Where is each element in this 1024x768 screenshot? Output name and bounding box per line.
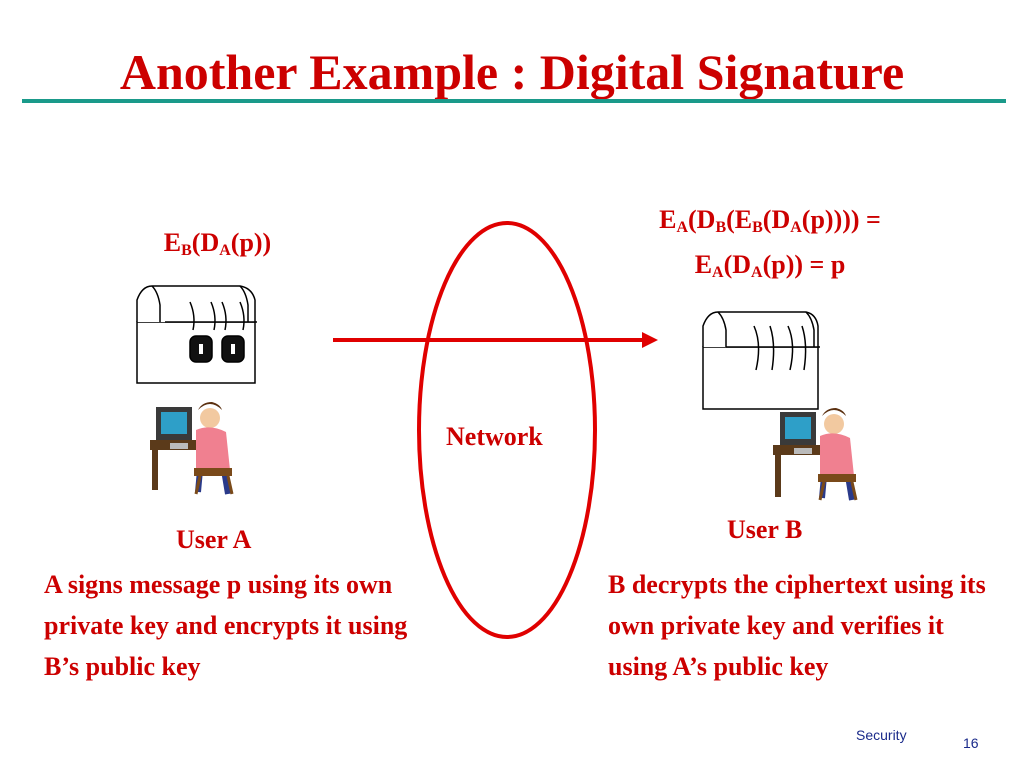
slide-title: Another Example : Digital Signature — [119, 44, 905, 100]
user-b-computer-icon — [773, 408, 858, 501]
user-a-label: User A — [176, 525, 252, 554]
formula-user-a: EB(DA(p)) — [163, 228, 272, 259]
locked-chest-icon — [136, 285, 257, 384]
user-b-description: B decrypts the ciphertext using its own … — [608, 570, 986, 681]
formula-user-b-line2: EA(DA(p)) = p — [694, 250, 846, 281]
footer-section-label: Security — [856, 727, 907, 743]
formula-user-b-line1: EA(DB(EB(DA(p)))) = — [659, 205, 881, 236]
transmission-arrow — [333, 332, 658, 348]
title-underline — [22, 99, 1006, 103]
network-ellipse — [417, 221, 597, 639]
user-a-description: A signs message p using its own private … — [44, 570, 408, 681]
user-b-label: User B — [727, 515, 803, 544]
user-a-computer-icon — [150, 402, 234, 495]
unlocked-chest-icon — [702, 311, 820, 410]
network-label: Network — [446, 422, 543, 451]
page-number: 16 — [963, 735, 979, 751]
